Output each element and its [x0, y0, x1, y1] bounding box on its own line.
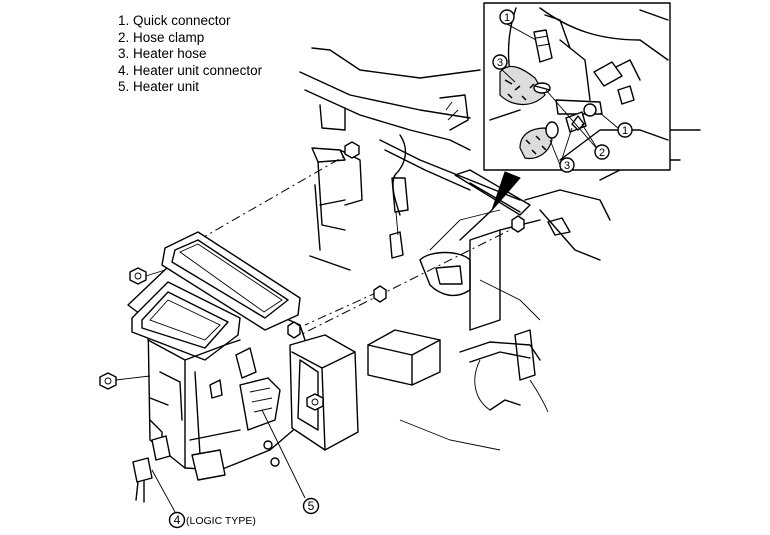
- callout-number: 4: [174, 513, 181, 527]
- legend-item-2: 2. Hose clamp: [118, 30, 204, 45]
- inset-pointer: [491, 171, 521, 211]
- callout-2: 2: [594, 144, 610, 160]
- callout-number: 1: [622, 125, 628, 137]
- detail-inset: 1 3 1 2 3: [483, 2, 671, 173]
- legend-label: Heater unit: [133, 79, 199, 94]
- callout-number: 3: [497, 57, 503, 69]
- connector-type-note: (LOGIC TYPE): [186, 515, 256, 527]
- legend-label: Heater hose: [133, 46, 207, 61]
- legend-number: 4.: [118, 63, 129, 78]
- callout-3-left: 3: [492, 54, 508, 70]
- legend-label: Hose clamp: [133, 30, 204, 45]
- legend-label: Heater unit connector: [133, 63, 263, 78]
- callout-3-bottom: 3: [559, 157, 575, 173]
- legend-item-4: 4. Heater unit connector: [118, 63, 263, 78]
- callout-4: 4 (LOGIC TYPE): [168, 511, 256, 529]
- legend-item-3: 3. Heater hose: [118, 46, 207, 61]
- callout-5: 5: [261, 409, 320, 515]
- callout-1-right: 1: [617, 122, 633, 138]
- legend-label: Quick connector: [133, 13, 231, 28]
- heater-unit: [99, 141, 525, 481]
- legend-number: 1.: [118, 13, 129, 28]
- callout-number: 5: [308, 499, 315, 513]
- legend-number: 5.: [118, 79, 129, 94]
- legend-item-1: 1. Quick connector: [118, 13, 231, 28]
- mounting-bolts: [99, 141, 525, 411]
- callout-1-top: 1: [499, 9, 515, 25]
- heater-unit-connector: [132, 419, 176, 513]
- parts-legend: 1. Quick connector 2. Hose clamp 3. Heat…: [118, 13, 263, 94]
- legend-number: 2.: [118, 30, 129, 45]
- legend-number: 3.: [118, 46, 129, 61]
- callout-number: 2: [599, 147, 605, 159]
- callout-number: 3: [564, 160, 570, 172]
- callout-number: 1: [504, 12, 510, 24]
- legend-item-5: 5. Heater unit: [118, 79, 199, 94]
